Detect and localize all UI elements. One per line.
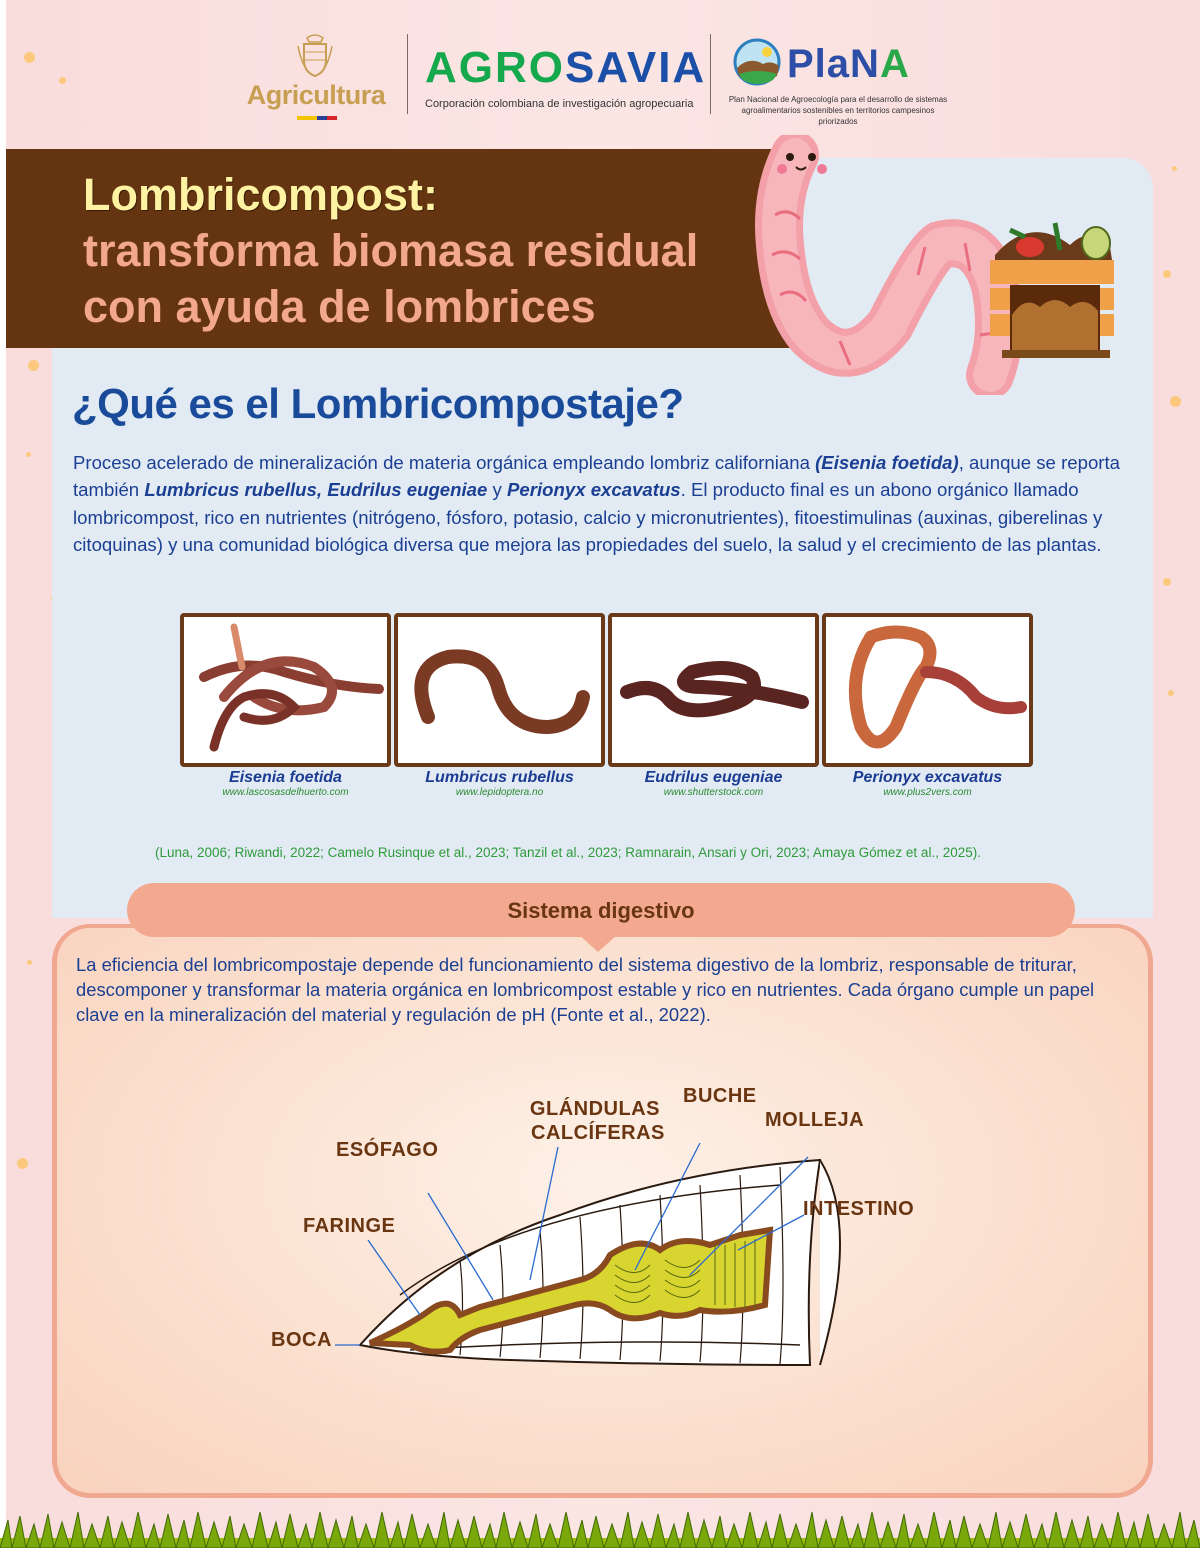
agrosavia-wordmark: AGROSAVIA <box>425 43 707 92</box>
plana-subtitle: Plan Nacional de Agroecología para el de… <box>728 95 948 126</box>
species-name: Eisenia foetida <box>229 769 342 786</box>
species-photo <box>180 613 391 767</box>
logo-separator <box>710 34 711 114</box>
species-card: Perionyx excavatus www.plus2vers.com <box>822 613 1033 813</box>
references: (Luna, 2006; Riwandi, 2022; Camelo Rusin… <box>155 845 981 860</box>
species-name: (Eisenia foetida) <box>815 452 959 473</box>
colombia-flag-bar <box>297 116 337 120</box>
decor-dot <box>1170 396 1181 407</box>
label-molleja: MOLLEJA <box>765 1109 865 1131</box>
label-glandulas: GLÁNDULAS CALCÍFERAS <box>529 1098 665 1144</box>
decor-dot <box>28 360 39 371</box>
worm-photo-lumbricus <box>414 649 590 735</box>
label-intestino: INTESTINO <box>803 1198 915 1220</box>
title-banner: Lombricompost: transforma biomasa residu… <box>6 149 790 348</box>
worm-photo-perionyx <box>848 625 1027 749</box>
species-source: www.lepidoptera.no <box>455 787 544 798</box>
decor-dot <box>26 452 31 457</box>
section-heading: ¿Qué es el Lombricompostaje? <box>72 380 684 427</box>
label-buche: BUCHE <box>683 1085 757 1107</box>
species-photo <box>394 613 605 767</box>
agrosavia-subtitle: Corporación colombiana de investigación … <box>425 98 694 110</box>
digestive-heading: Sistema digestivo <box>127 883 1075 937</box>
species-name: Lumbricus rubellus, Eudrilus eugeniae <box>144 479 488 501</box>
species-card: Eudrilus eugeniae www.shutterstock.com <box>608 613 819 813</box>
decor-dot <box>27 960 32 965</box>
worm-anatomy-illustration <box>335 1142 841 1367</box>
decor-dot <box>1172 166 1177 171</box>
agricultura-wordmark: Agricultura <box>246 80 386 110</box>
page-title: Lombricompost: <box>83 169 438 220</box>
left-edge-rule <box>0 0 6 1548</box>
grass-footer-decoration <box>0 1511 1200 1548</box>
species-name: Perionyx excavatus <box>507 479 681 501</box>
species-photo <box>608 613 819 767</box>
agricultura-logo: Agricultura <box>240 30 390 125</box>
decor-dot <box>59 77 66 84</box>
species-photo <box>822 613 1033 767</box>
label-faringe: FARINGE <box>303 1215 396 1237</box>
intro-paragraph: Proceso acelerado de mineralización de m… <box>73 452 1120 556</box>
decor-dot <box>24 52 35 63</box>
digestive-paragraph: La eficiencia del lombricompostaje depen… <box>76 954 1095 1025</box>
decor-dot <box>1168 690 1174 696</box>
page-subtitle: transforma biomasa residual con ayuda de… <box>83 225 699 332</box>
species-source: www.shutterstock.com <box>663 787 764 798</box>
worm-photo-eisenia <box>199 623 384 752</box>
plana-logo: PlaNA Plan Nacional de Agroecología para… <box>723 36 953 126</box>
label-esofago: ESÓFAGO <box>336 1139 439 1161</box>
cartoon-worm-illustration <box>755 135 1114 395</box>
digestive-diagram: BOCA FARINGE ESÓFAGO GLÁNDULAS CALCÍFERA… <box>260 1075 940 1375</box>
plana-landscape-icon <box>733 38 781 86</box>
species-name: Eudrilus eugeniae <box>644 769 783 786</box>
species-source: www.lascosasdelhuerto.com <box>222 787 349 798</box>
logo-separator <box>407 34 408 114</box>
species-card: Lumbricus rubellus www.lepidoptera.no <box>394 613 605 813</box>
label-boca: BOCA <box>271 1329 332 1351</box>
agrosavia-logo: AGROSAVIA Corporación colombiana de inve… <box>425 43 707 114</box>
species-source: www.plus2vers.com <box>883 787 972 798</box>
decor-dot <box>1163 578 1171 586</box>
coat-of-arms-icon <box>297 34 333 78</box>
header-logos: Agricultura AGROSAVIA Corporación colomb… <box>240 30 960 126</box>
plana-wordmark: PlaNA <box>787 42 910 86</box>
species-name: Lumbricus rubellus <box>425 769 574 786</box>
decor-dot <box>17 1158 28 1169</box>
species-card: Eisenia foetida www.lascosasdelhuerto.co… <box>180 613 391 813</box>
species-name: Perionyx excavatus <box>852 769 1003 786</box>
species-gallery: Eisenia foetida www.lascosasdelhuerto.co… <box>180 613 1033 813</box>
heading-pointer <box>578 934 618 952</box>
decor-dot <box>1163 270 1171 278</box>
worm-photo-eudrilus <box>620 661 809 718</box>
